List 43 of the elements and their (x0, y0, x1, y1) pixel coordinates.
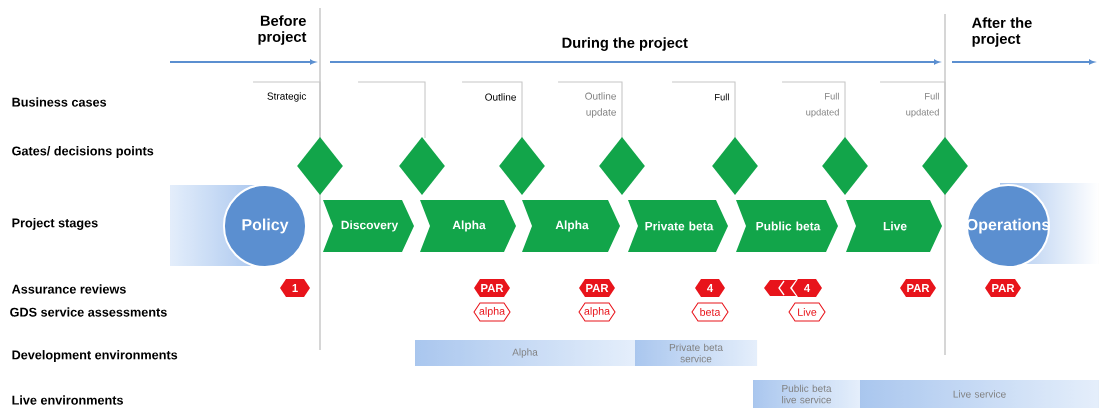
stage-chevron: Alpha (420, 200, 516, 252)
row-label: Gates/ decisions points (12, 146, 154, 158)
business-case-label: Outline update (585, 92, 616, 118)
stage-chevron: Live (846, 200, 942, 252)
environment-bar: Alpha (415, 340, 635, 366)
stage-chevron: Private beta (628, 200, 728, 252)
review-badge: 4 (695, 279, 725, 297)
review-badge: 4 (792, 279, 822, 297)
row-label: Project stages (12, 218, 98, 230)
phase-heading: Before project (258, 15, 307, 45)
gate-diamond (922, 137, 968, 195)
review-badge: PAR (900, 279, 936, 297)
review-badge: 1 (280, 279, 310, 297)
review-badge: PAR (579, 279, 615, 297)
business-case-label: Full updated (806, 92, 839, 118)
business-case-label: Full updated (906, 92, 939, 118)
row-label: Development environments (12, 350, 178, 362)
business-case-label: Outline (485, 93, 516, 101)
business-case-label: Full (715, 93, 729, 101)
gate-diamond (822, 137, 868, 195)
review-badge: PAR (474, 279, 510, 297)
row-label: Assurance reviews (11, 284, 126, 294)
gate-diamond (297, 137, 343, 195)
row-label: GDS service assessments (10, 307, 167, 317)
environment-bar: Private beta service (635, 340, 757, 366)
assessment-badge: beta (691, 302, 729, 322)
assessment-badge: alpha (578, 302, 616, 322)
row-label: Live environments (12, 395, 123, 405)
business-case-label: Strategic (267, 92, 307, 102)
stage-chevron: Public beta (736, 200, 838, 252)
stage-chevron: Alpha (522, 200, 620, 252)
review-badge: PAR (985, 279, 1021, 297)
phase-heading: After the project (971, 17, 1032, 47)
gate-diamond (499, 137, 545, 195)
assessment-badge: Live (788, 302, 826, 322)
row-label: Business cases (12, 97, 107, 107)
environment-bar: Public beta live service (753, 380, 860, 408)
gate-diamond (599, 137, 645, 195)
assessment-badge: alpha (473, 302, 511, 322)
phase-heading: During the project (562, 37, 688, 51)
gate-diamond (712, 137, 758, 195)
stage-chevron: Discovery (323, 200, 414, 252)
gate-diamond (399, 137, 445, 195)
